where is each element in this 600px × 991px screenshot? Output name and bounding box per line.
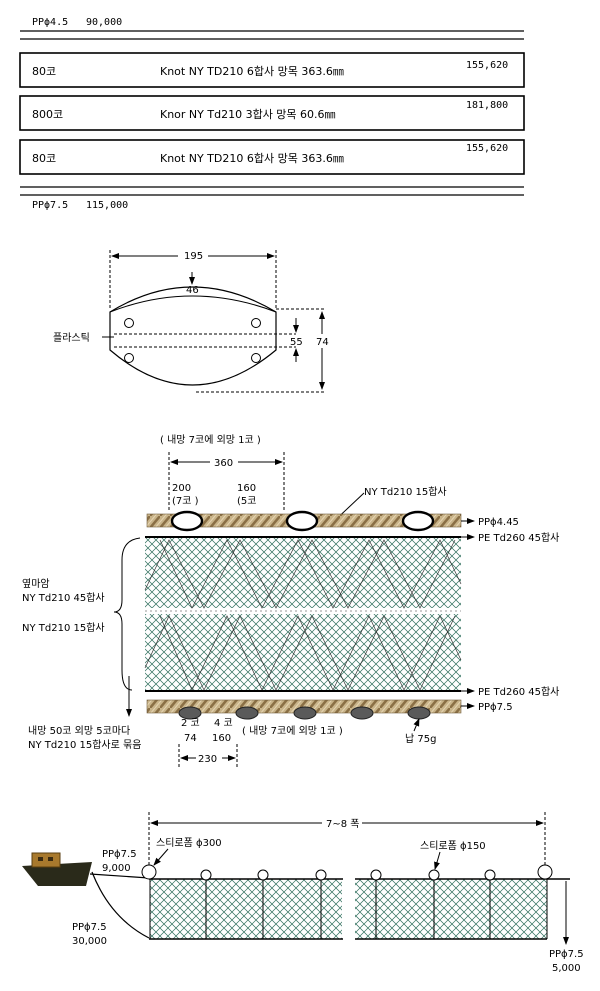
foam-left-arrow [153,848,169,866]
top-rope-header: PPϕ4.5 90,000 [20,17,524,40]
width-label: 195 [184,251,203,262]
foam-float [257,869,269,881]
float-body [109,286,277,386]
hole [124,353,134,363]
bottom-rope-label: PPϕ7.5 [32,200,68,211]
net-section-right [355,879,547,939]
upper-net-panel [145,538,461,608]
boat-rope-value: 9,000 [102,863,131,874]
float [170,510,204,532]
lead-weight [293,706,317,720]
pp445-label: PPϕ4.45 [478,517,519,528]
d200-label: 200 [172,483,191,494]
float [401,510,435,532]
lead-weight [178,706,202,720]
net-section-left [150,879,342,939]
foam-float [315,869,327,881]
row-desc: Knot NY TD210 6합사 망목 363.6㎜ [160,152,344,165]
boat-rope-label: PPϕ7.5 [102,849,137,860]
lower-net-panel [145,614,461,690]
d160-label: 160 [237,483,256,494]
d7-label: (7코 ) [172,496,199,507]
span-bottom-label: 230 [198,754,217,765]
foam-float [200,869,212,881]
lead-weight [407,706,431,720]
row-count: 80코 [32,65,56,78]
side-label-2: NY Td210 45합사 [22,592,105,604]
bottom-rope-value: 115,000 [86,200,128,211]
dim-55-label: 55 [290,337,303,348]
float [285,510,319,532]
side-label-1: 옆마암 [22,578,50,590]
lead-weight [235,706,259,720]
d5-label: (5코 [237,496,256,507]
row-price: 155,620 [466,143,508,154]
bottom-note: ( 내망 7코에 외망 1코 ) [242,725,343,737]
pp75-label: PPϕ7.5 [478,702,513,713]
bundle-label-2: NY Td210 15합사로 묶음 [28,739,141,751]
side-label-3: NY Td210 15합사 [22,622,105,634]
bundle-label-1: 내망 50코 외망 5코마다 [28,725,130,737]
row-price: 155,620 [466,60,508,71]
hole [124,318,134,328]
lead-weight [350,706,374,720]
right-rope-label: PPϕ7.5 [549,949,584,960]
row-count: 800코 [32,108,63,121]
lower-rope-label: PPϕ7.5 [72,922,107,933]
lead-label: 납 75g [405,733,436,745]
hole [251,318,261,328]
foam-left-label: 스티로폼 ϕ300 [156,837,222,849]
top-rope-value: 90,000 [86,17,122,28]
row-desc: Knot NY TD210 6합사 망목 363.6㎜ [160,65,344,78]
net-detail-drawing: ( 내망 7코에 외망 1코 ) 360 200 (7코 ) 160 (5코 N… [22,434,559,768]
row-desc: Knor NY Td210 3합사 망목 60.6㎜ [160,108,336,121]
pe-bottom-label: PE Td260 45합사 [478,686,559,698]
foam-right-label: 스티로폼 ϕ150 [420,840,486,852]
lead-arrow [413,718,420,732]
foam-float [428,869,440,881]
pe-top-label: PE Td260 45합사 [478,532,559,544]
boat-rope [89,873,150,879]
right-rope-value: 5,000 [552,963,581,974]
b74-label: 74 [184,733,197,744]
width-label: 7~8 폭 [326,818,359,830]
lower-rope-value: 30,000 [72,936,107,947]
outer-mesh-lines [144,539,462,609]
boat-cabin [31,852,61,868]
dim-46-label: 46 [186,285,199,296]
span-label: 360 [214,458,233,469]
row-price: 181,800 [466,100,508,111]
bottom-rope-header: PPϕ7.5 115,000 [20,186,524,211]
spec-row-1: 80코 Knot NY TD210 6합사 망목 363.6㎜ 155,620 [19,52,525,88]
spec-row-3: 80코 Knot NY TD210 6합사 망목 363.6㎜ 155,620 [19,139,525,175]
boat [22,852,92,886]
ny15-top-label: NY Td210 15합사 [364,486,447,498]
overview-drawing: 7~8 폭 PPϕ7.5 9,000 PPϕ7.5 30,000 [22,812,584,974]
foam-right-arrow [434,851,441,870]
plastic-label: 플라스틱 [53,332,90,344]
spec-row-2: 800코 Knor NY Td210 3합사 망목 60.6㎜ 181,800 [19,95,525,131]
foam-float [141,864,157,880]
b4-label: 4 코 [214,718,233,729]
side-bracket [113,537,141,691]
foam-float [484,869,496,881]
foam-float [370,869,382,881]
float-top-edge [109,295,277,313]
b2-label: 2 코 [181,718,200,729]
top-rope-label: PPϕ4.5 [32,17,68,28]
hole [251,353,261,363]
anchor-rope [91,871,150,939]
row-count: 80코 [32,152,56,165]
top-note: ( 내망 7코에 외망 1코 ) [160,434,261,446]
plastic-float-drawing: 195 46 55 74 플라스틱 [53,248,332,393]
outer-mesh-lines [144,615,462,691]
boat-hull [22,862,92,886]
b160-label: 160 [212,733,231,744]
dim-74-label: 74 [316,337,329,348]
foam-float [537,864,553,880]
